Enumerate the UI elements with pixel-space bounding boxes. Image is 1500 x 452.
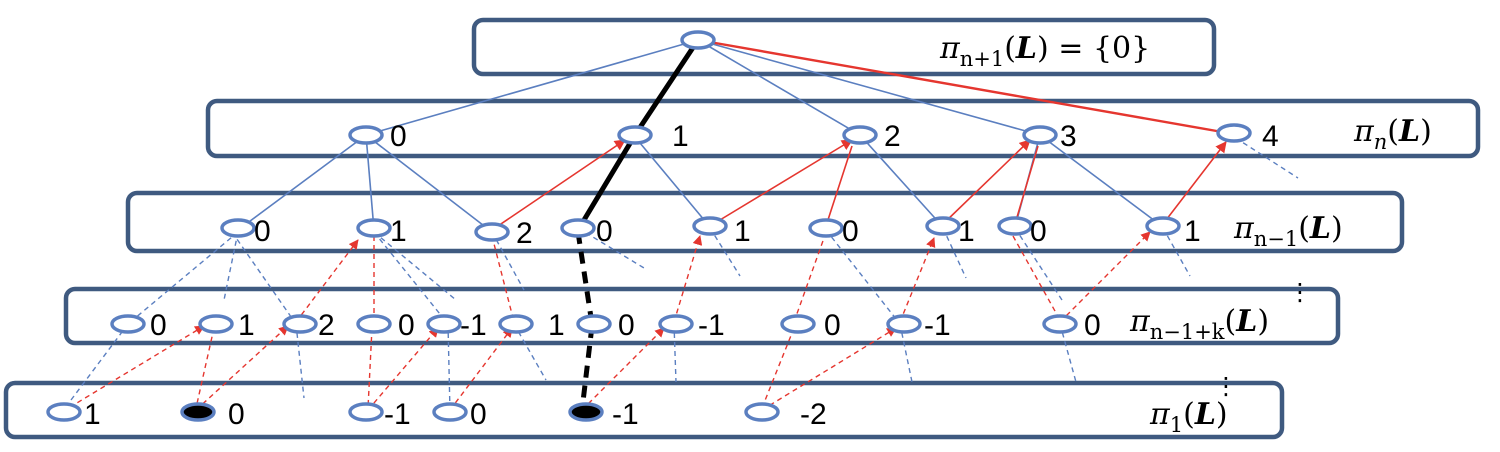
red-dashed-edges: [61, 231, 1151, 413]
node: [46, 402, 82, 422]
red-edges: [491, 38, 1229, 231]
node-filled: [180, 402, 216, 422]
labels-level-n-minus-1-plus-k: 0 1 2 0 -1 1 0 -1 0 -1 0: [150, 309, 1101, 342]
node-label: 0: [254, 215, 271, 248]
node-label: -1: [698, 309, 725, 342]
level-box-n-minus-1: [125, 190, 1405, 254]
node: [744, 402, 780, 422]
node-label: 0: [596, 215, 613, 248]
node-label: 0: [150, 309, 167, 342]
node: [356, 218, 392, 238]
level-label-1: π1(L): [1149, 397, 1228, 437]
node-label: -1: [460, 309, 487, 342]
node-label: -1: [612, 398, 639, 431]
node: [110, 314, 146, 334]
node-label: 1: [1184, 215, 1201, 248]
node-label: -2: [800, 398, 827, 431]
level-box-n: [205, 98, 1481, 159]
node-label: 0: [618, 309, 635, 342]
vertical-ellipsis: ⋮: [1214, 372, 1238, 400]
node-label: 1: [672, 120, 689, 153]
level-label-n: πn(L): [1353, 114, 1432, 154]
node-label: 2: [318, 309, 335, 342]
node-label: 1: [84, 398, 101, 431]
node-label: 0: [842, 215, 859, 248]
node: [780, 314, 816, 334]
labels-level-n-minus-1: 0 1 2 0 1 0 1 0 1: [254, 215, 1201, 250]
node: [220, 218, 256, 238]
node: [576, 314, 612, 334]
node-label: 4: [1262, 120, 1279, 153]
node: [198, 314, 234, 334]
node: [282, 314, 318, 334]
node: [925, 216, 961, 236]
node-label: 0: [470, 398, 487, 431]
level-label-n-minus-1-plus-k: πn−1+k(L): [1129, 304, 1269, 344]
node-label: -1: [924, 309, 951, 342]
root-node: [680, 30, 716, 50]
node: [1022, 125, 1058, 145]
node: [1145, 216, 1181, 236]
node-label: 0: [1084, 309, 1101, 342]
labels-level-n: 0 1 2 3 4: [390, 120, 1279, 153]
node: [432, 402, 468, 422]
node-label: 1: [958, 215, 975, 248]
node-label: 1: [734, 215, 751, 248]
node: [426, 314, 462, 334]
node: [886, 314, 922, 334]
node-label: 1: [238, 309, 255, 342]
node-label: 1: [390, 215, 407, 248]
node: [356, 314, 392, 334]
level-box-1: [3, 380, 1285, 440]
node: [842, 125, 878, 145]
node: [617, 125, 653, 145]
node: [1216, 123, 1252, 143]
node-label: -1: [384, 398, 411, 431]
node-label: 3: [1060, 120, 1077, 153]
node: [348, 402, 384, 422]
node-label: 0: [390, 120, 407, 153]
node-filled: [568, 402, 604, 422]
nodes: [46, 30, 1252, 422]
node-label: 0: [1030, 215, 1047, 248]
node-label: 2: [884, 120, 901, 153]
node-label: 0: [228, 398, 245, 431]
node: [692, 216, 728, 236]
highlighted-path: [575, 38, 701, 411]
node-label: 0: [824, 309, 841, 342]
node: [560, 218, 596, 238]
labels-level-1: 1 0 -1 0 -1 -2: [84, 398, 827, 431]
node: [1042, 314, 1078, 334]
node: [498, 314, 534, 334]
vertical-ellipsis: ⋮: [1288, 278, 1312, 306]
node: [997, 216, 1033, 236]
node: [348, 125, 384, 145]
node: [658, 314, 694, 334]
node: [808, 218, 844, 238]
node-label: 1: [548, 309, 565, 342]
node: [474, 222, 510, 242]
level-label-n-minus-1: πn−1(L): [1233, 211, 1343, 251]
node-label: 0: [398, 309, 415, 342]
level-label-n-plus-1: πn+1(L) = {0}: [939, 31, 1150, 71]
level-box-n-plus-1: [471, 17, 1217, 77]
node-label: 2: [516, 217, 533, 250]
